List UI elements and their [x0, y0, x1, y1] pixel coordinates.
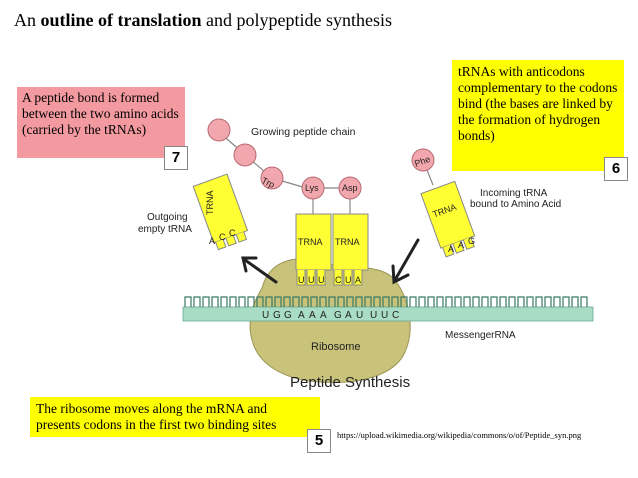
asp-anticodon: U	[345, 275, 352, 285]
mrna-base: A	[320, 310, 327, 321]
outgoing-label-1: Outgoing	[147, 212, 188, 223]
incoming-anticodon: A	[448, 244, 454, 254]
step-number-7: 7	[164, 146, 188, 170]
lys-anticodon: U	[298, 275, 305, 285]
trna-label: TRNA	[205, 191, 215, 216]
outgoing-anticodon: A	[209, 236, 215, 246]
outgoing-trna: TRNA	[192, 173, 249, 251]
ribosome-box: The ribosome moves along the mRNA and pr…	[30, 397, 320, 437]
trna-label: TRNA	[298, 237, 323, 247]
mrna-base: A	[298, 310, 305, 321]
mrna-base: G	[334, 310, 342, 321]
incoming-anticodon: A	[458, 240, 464, 250]
asp-anticodon: A	[355, 275, 361, 285]
amino-acid-phe	[411, 148, 435, 172]
incoming-label-1: Incoming tRNA	[480, 188, 548, 199]
amino-acid-trp	[260, 166, 284, 190]
amino-acid-lys	[301, 176, 325, 200]
incoming-trna: TRNA	[420, 180, 476, 258]
amino-acid-asp	[338, 176, 362, 200]
asp-anticodon: C	[335, 275, 342, 285]
peptide-bond-box: A peptide bond is formed between the two…	[17, 87, 185, 158]
mrna-base: C	[392, 310, 399, 321]
outgoing-label-2: empty tRNA	[138, 224, 192, 235]
trna-lys	[295, 213, 332, 271]
amino-lys-label: Lys	[305, 183, 319, 193]
title-bold: outline of translation	[40, 10, 202, 30]
mrna-base: U	[370, 310, 377, 321]
diagram-caption: Peptide Synthesis	[290, 374, 410, 391]
amino-asp-label: Asp	[342, 183, 358, 193]
trnas-text: tRNAs with anticodons complementary to t…	[458, 64, 618, 143]
mrna-base: G	[284, 310, 292, 321]
mrna-base: U	[262, 310, 269, 321]
mrna-teeth	[184, 296, 588, 307]
mrna-strand	[182, 306, 594, 322]
growing-chain-label: Growing peptide chain	[251, 126, 356, 138]
mrna-base: G	[273, 310, 281, 321]
peptide-bond-text: A peptide bond is formed between the two…	[22, 90, 179, 137]
ribosome-label: Ribosome	[311, 341, 361, 353]
outgoing-anticodon: C	[219, 232, 226, 242]
mrna-base: U	[356, 310, 363, 321]
incoming-arrow	[391, 238, 420, 285]
ribosome-text: The ribosome moves along the mRNA and pr…	[36, 401, 277, 432]
amino-acid-bead	[207, 118, 231, 142]
step-number-6: 6	[604, 157, 628, 181]
outgoing-anticodon: C	[229, 228, 236, 238]
title-suffix: and polypeptide synthesis	[201, 10, 392, 30]
page-title: An outline of translation and polypeptid…	[14, 10, 392, 31]
mrna-codon-letters: U G G A A A G A U U U C	[262, 310, 399, 321]
lys-anticodon: U	[318, 275, 325, 285]
step-number-5: 5	[307, 429, 331, 453]
trna-label: TRNA	[335, 237, 360, 247]
image-credit: https://upload.wikimedia.org/wikipedia/c…	[337, 430, 582, 440]
outgoing-arrow	[241, 256, 278, 284]
title-prefix: An	[14, 10, 41, 30]
mrna-base: U	[381, 310, 388, 321]
mrna-label: MessengerRNA	[445, 330, 516, 341]
trnas-box: tRNAs with anticodons complementary to t…	[452, 60, 624, 171]
amino-acid-bead	[233, 143, 257, 167]
lys-anticodon: U	[308, 275, 315, 285]
incoming-label-2: bound to Amino Acid	[470, 199, 561, 210]
mrna-base: A	[345, 310, 352, 321]
mrna-base: A	[309, 310, 316, 321]
incoming-anticodon: G	[468, 236, 475, 246]
trna-asp	[332, 213, 369, 271]
